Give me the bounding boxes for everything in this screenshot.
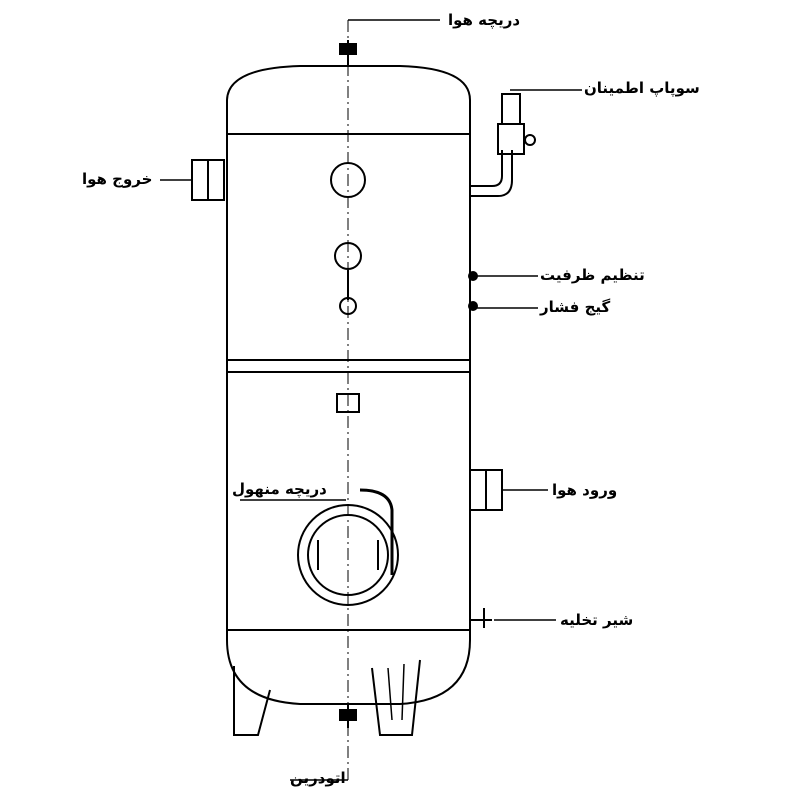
label-air-outlet: خروج هوا (82, 170, 153, 188)
label-capacity-control: تنظیم ظرفیت (540, 266, 645, 284)
label-safety-valve: سوپاپ اطمینان (584, 79, 700, 97)
safety-valve-pipe (470, 150, 513, 197)
right-leg (371, 659, 421, 736)
label-autodrain: اتودرین (290, 769, 346, 787)
label-pressure-gauge: گیج فشار (540, 298, 611, 316)
tank-shell (226, 65, 471, 705)
label-air-valve-top: دریچه هوا (448, 11, 521, 29)
label-manhole-door: دریچه منهول (232, 480, 327, 498)
label-drain-valve: شیر تخلیه (560, 611, 634, 629)
left-leg (233, 666, 271, 736)
label-air-inlet: ورود هوا (552, 481, 618, 499)
